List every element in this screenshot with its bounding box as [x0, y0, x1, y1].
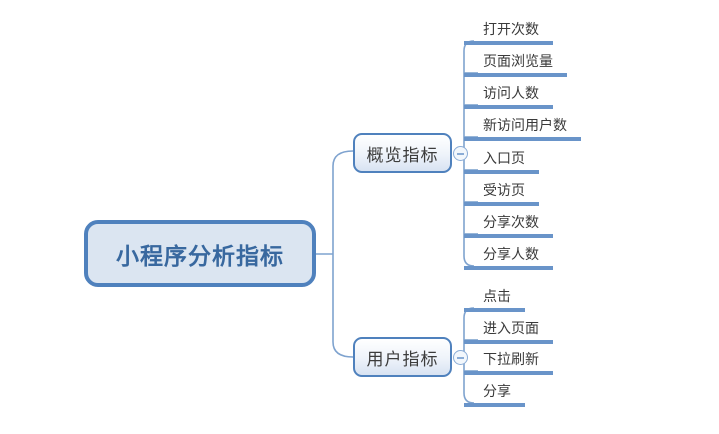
- minus-icon: [457, 356, 464, 359]
- branch-node-overview[interactable]: 概览指标: [353, 133, 452, 173]
- leaf-node-click[interactable]: 点击: [464, 286, 525, 312]
- leaf-node-visited-page[interactable]: 受访页: [464, 180, 539, 206]
- leaf-node-pull-refresh[interactable]: 下拉刷新: [464, 349, 553, 375]
- leaf-node-share-users[interactable]: 分享人数: [464, 244, 553, 270]
- branch-node-user[interactable]: 用户指标: [353, 337, 452, 377]
- leaf-node-share-count[interactable]: 分享次数: [464, 212, 553, 238]
- trunk-line: [332, 150, 354, 358]
- root-node[interactable]: 小程序分析指标: [84, 220, 316, 287]
- leaf-node-enter-page[interactable]: 进入页面: [464, 318, 553, 344]
- leaf-node-share[interactable]: 分享: [464, 381, 525, 407]
- leaf-node-new-visitors[interactable]: 新访问用户数: [464, 115, 581, 141]
- leaf-node-page-views[interactable]: 页面浏览量: [464, 51, 567, 77]
- leaf-node-open-count[interactable]: 打开次数: [464, 19, 553, 45]
- leaf-node-visitors[interactable]: 访问人数: [464, 83, 553, 109]
- minus-icon: [457, 152, 464, 155]
- collapse-toggle-user[interactable]: [453, 350, 468, 365]
- leaf-node-entry-page[interactable]: 入口页: [464, 148, 539, 174]
- collapse-toggle-overview[interactable]: [453, 146, 468, 161]
